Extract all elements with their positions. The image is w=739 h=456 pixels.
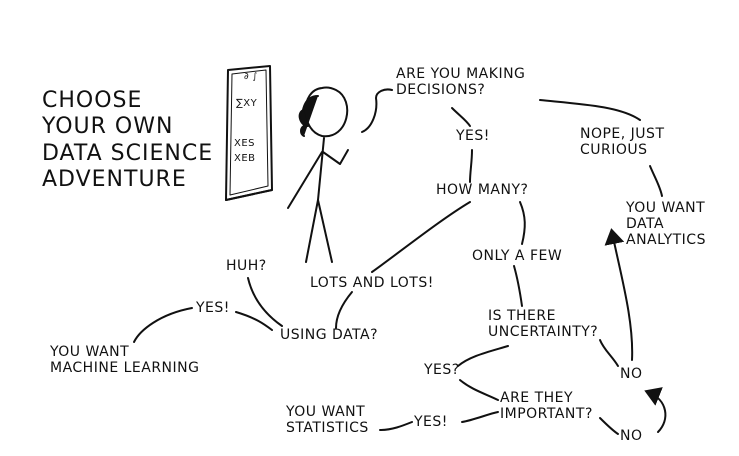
connector-decisions-yes: [451, 107, 471, 127]
connector-lots-usingdata: [335, 291, 353, 329]
node-machine-learning: YOU WANT MACHINE LEARNING: [50, 344, 200, 377]
whiteboard-drawing: [225, 65, 273, 201]
node-data-analytics: YOU WANT DATA ANALYTICS: [626, 200, 706, 249]
connector-few-uncertainty: [513, 265, 523, 307]
node-decisions: ARE YOU MAKING DECISIONS?: [396, 66, 526, 99]
connector-figure-decisions: [361, 88, 393, 133]
node-lots-and-lots: LOTS AND LOTS!: [310, 275, 434, 291]
connector-no-analytics: [604, 228, 634, 361]
connector-yes-ml: [133, 307, 193, 343]
connector-yes-usingdata: [235, 311, 273, 331]
node-using-data: USING DATA?: [280, 327, 379, 343]
node-yes-top: YES!: [456, 128, 490, 144]
node-how-many: HOW MANY?: [436, 182, 529, 198]
connector-important-yes: [461, 411, 499, 423]
node-yes-statistics: YES!: [414, 414, 448, 430]
connector-no-important: [644, 387, 667, 433]
connector-nope-analytics: [649, 165, 663, 197]
node-statistics: YOU WANT STATISTICS: [286, 404, 369, 437]
node-no-uncertainty: NO: [620, 366, 643, 382]
page-title: CHOOSE YOUR OWN DATA SCIENCE ADVENTURE: [42, 88, 214, 193]
connector-important-no: [599, 417, 619, 435]
node-nope-curious: NOPE, JUST CURIOUS: [580, 126, 665, 159]
node-yes-ml: YES!: [196, 300, 230, 316]
connector-yes-important: [459, 379, 499, 401]
node-uncertainty: IS THERE UNCERTAINTY?: [488, 308, 599, 341]
board-scribble-1: ∂ ∫: [244, 72, 258, 82]
connector-huh-usingdata: [247, 277, 283, 327]
board-scribble-2: ∑xy: [236, 98, 258, 109]
node-huh: HUH?: [226, 258, 267, 274]
connector-yes-howmany: [469, 149, 473, 183]
node-no-important: NO: [620, 428, 643, 444]
connector-howmany-few: [519, 201, 526, 245]
connector-yes-statistics: [379, 421, 413, 431]
node-yes-uncertainty: YES?: [424, 362, 460, 378]
board-scribble-3: XES: [234, 138, 256, 149]
connector-howmany-lots: [371, 201, 471, 273]
node-important: ARE THEY IMPORTANT?: [500, 390, 593, 423]
stick-figure: [287, 86, 349, 263]
board-scribble-4: XEB: [234, 153, 256, 164]
connector-decisions-nope: [539, 99, 641, 121]
node-only-a-few: ONLY A FEW: [472, 248, 563, 264]
connector-unc-no: [599, 339, 619, 367]
connector-unc-yes: [457, 345, 509, 367]
